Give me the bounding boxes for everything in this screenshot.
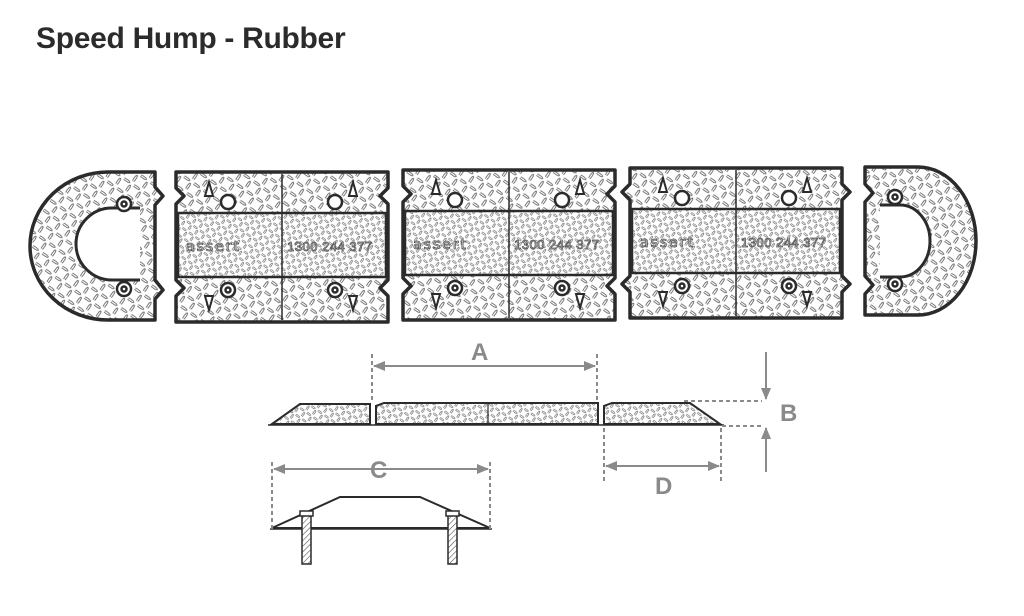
side-profile-left-cap xyxy=(268,403,371,425)
dimension-label-a: A xyxy=(471,339,488,366)
reflector-icon xyxy=(347,295,359,314)
reflector-icon xyxy=(203,178,215,197)
reflector-icon xyxy=(203,295,215,314)
bolt-hole xyxy=(115,280,133,298)
end-view xyxy=(270,496,492,565)
bolt-hole xyxy=(326,281,344,299)
left-end-cap-slot xyxy=(74,206,140,282)
top-view xyxy=(28,165,978,324)
bolt-hole xyxy=(780,189,798,207)
phone-number: 1300 244 377 xyxy=(287,239,373,254)
dimension-labels: A B C D xyxy=(370,339,797,500)
bolt-hole xyxy=(446,191,464,209)
reflectors xyxy=(203,174,813,314)
anchor-stake xyxy=(299,510,314,565)
bolt-hole xyxy=(115,195,133,213)
side-profile-right-cap xyxy=(603,402,724,425)
page-title: Speed Hump - Rubber xyxy=(36,22,346,55)
bolt-hole xyxy=(446,279,464,297)
reflector-icon xyxy=(574,293,586,312)
reflector-icon xyxy=(801,291,813,310)
right-end-cap-slot xyxy=(880,203,932,279)
side-profile-middle xyxy=(375,402,599,425)
brand-mark: assert xyxy=(186,239,241,255)
brand-mark: assert xyxy=(413,237,468,253)
bolt-hole xyxy=(673,189,691,207)
bolt-hole xyxy=(780,277,798,295)
bolt-hole xyxy=(673,277,691,295)
bolt-hole xyxy=(219,193,237,211)
phone-number: 1300 244 377 xyxy=(741,235,827,250)
dimension-label-b: B xyxy=(780,400,797,427)
reflector-icon xyxy=(430,176,442,195)
brand-mark: assert xyxy=(640,235,695,251)
reflector-icon xyxy=(657,174,669,193)
dimension-label-d: D xyxy=(655,473,672,500)
phone-number: 1300 244 377 xyxy=(514,237,600,252)
dimension-lines xyxy=(271,352,771,530)
bolt-hole xyxy=(886,188,904,206)
reflector-icon xyxy=(430,293,442,312)
reflector-icon xyxy=(657,291,669,310)
side-view xyxy=(268,402,724,426)
bolt-hole xyxy=(553,191,571,209)
bolt-hole xyxy=(219,281,237,299)
reflector-icon xyxy=(574,176,586,195)
end-profile xyxy=(271,496,491,529)
dimension-label-c: C xyxy=(370,457,387,484)
bolt-hole xyxy=(886,275,904,293)
embossed-lettering: assert 1300 244 377 assert 1300 244 377 … xyxy=(186,235,827,256)
reflector-icon xyxy=(347,178,359,197)
bolt-hole xyxy=(553,279,571,297)
bolt-holes xyxy=(115,188,904,299)
anchor-stake xyxy=(445,510,460,565)
reflector-icon xyxy=(801,174,813,193)
bolt-hole xyxy=(326,193,344,211)
